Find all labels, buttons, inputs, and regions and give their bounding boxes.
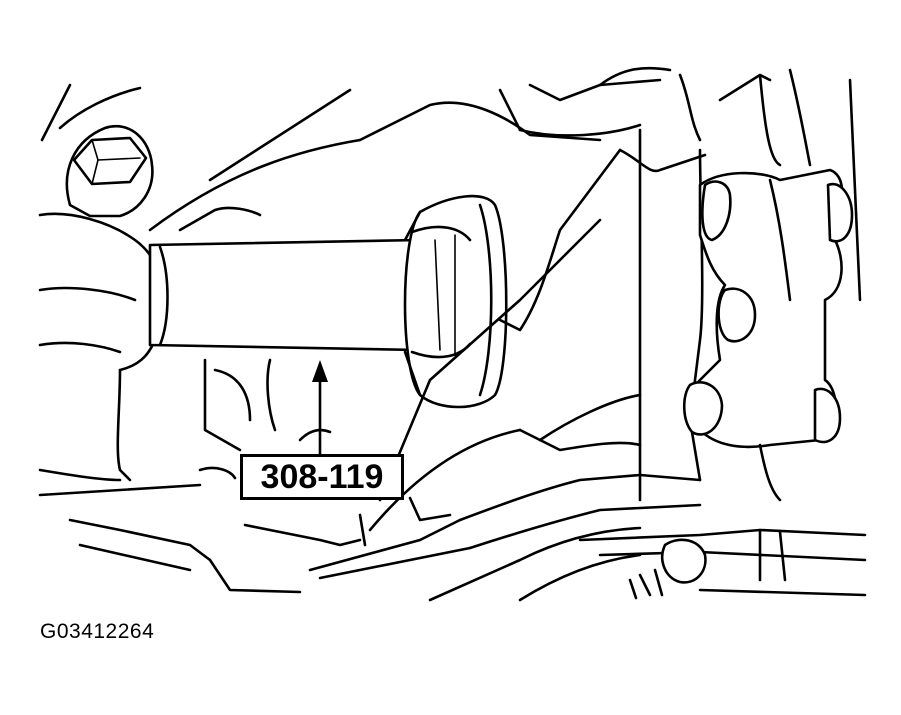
tool-number-callout: 308-119 bbox=[240, 454, 404, 500]
housing-outline-lower bbox=[68, 148, 702, 602]
mount-bracket bbox=[638, 128, 854, 502]
tool-cup bbox=[403, 194, 508, 409]
cross-member bbox=[578, 78, 867, 600]
callout-arrow bbox=[312, 360, 328, 456]
figure-code: G03412264 bbox=[40, 620, 155, 643]
hex-bolt bbox=[65, 125, 154, 218]
tool-shaft bbox=[148, 238, 422, 352]
housing-outline-upper bbox=[40, 66, 812, 232]
